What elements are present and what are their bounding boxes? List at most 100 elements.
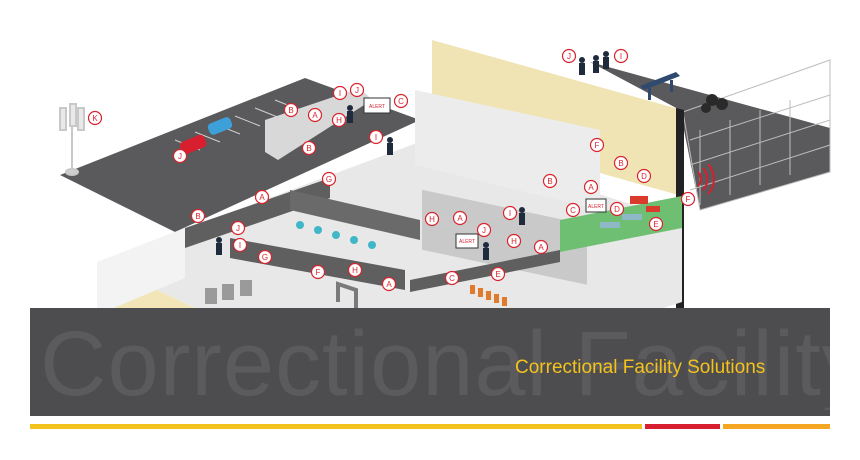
callout-c-mid: C [444,270,460,286]
callout-i-yard: I [613,48,629,64]
alert-screen-cell: ALERT [585,198,607,213]
callout-letter: E [495,270,500,279]
callout-letter: I [239,241,241,250]
callout-i-lobby: I [232,237,248,253]
callout-letter: H [352,266,358,275]
callout-letter: B [618,159,623,168]
callout-b-cell: B [542,173,558,189]
visitation-wall [290,190,420,240]
callout-j-yard-1: J [561,48,577,64]
alert-screen-gate-text: ALERT [369,104,385,110]
callout-letter: J [236,224,240,233]
callout-letter: I [509,209,511,218]
metal-detector-2 [336,281,358,308]
callout-a-mid2: A [533,239,549,255]
turnstiles [205,280,252,304]
callout-h-lobby: H [347,262,363,278]
callout-letter: A [386,280,392,289]
car-blue [207,117,233,135]
callout-h-gate: H [331,112,347,128]
callout-letter: I [339,89,341,98]
page-title: Correctional Facility Solutions [515,357,766,378]
callout-a-mid: A [452,210,468,226]
callout-d-cell2: D [609,201,625,217]
callout-j-lobby: J [230,220,246,236]
stripe-yellow [30,424,642,429]
callout-i-gate: I [332,85,348,101]
callout-letter: J [482,226,486,235]
callout-letter: J [178,152,182,161]
callout-f-cell: F [589,137,605,153]
alert-screen-mid-text: ALERT [459,239,475,245]
callout-d-cell: D [636,168,652,184]
callout-b-cell2: B [613,155,629,171]
callout-letter: D [614,205,620,214]
callout-j-gate: J [349,82,365,98]
exercise-yard [590,62,830,210]
lobby-wall [230,238,405,290]
callout-c-gate: C [393,93,409,109]
callout-letter: H [429,215,435,224]
callout-g-wall: G [321,171,337,187]
callout-letter: E [653,220,658,229]
callout-letter: H [336,116,342,125]
callout-e-cell: E [648,216,664,232]
title-banner [30,308,830,416]
tables [600,214,642,228]
left-entrance-wall [97,228,185,315]
chairs-row [470,285,507,306]
callout-h-mid: H [424,211,440,227]
weights [701,94,728,113]
callout-letter: C [398,97,404,106]
callout-letter: G [262,253,268,262]
alert-screen-cell-text: ALERT [588,204,604,210]
callout-letter: K [92,114,98,123]
callout-letter: G [326,175,332,184]
callout-letter: F [316,268,321,277]
callout-i-cell: I [502,205,518,221]
callout-letter: A [457,214,463,223]
callout-h-mid2: H [506,233,522,249]
callout-letter: J [355,86,359,95]
visitation-stools [296,221,376,249]
callout-b-gate: B [283,102,299,118]
callout-e-mid: E [490,266,506,282]
alert-screen-mid: ALERT [455,233,479,249]
wifi-signal [697,163,715,195]
callout-letter: C [449,274,455,283]
callout-letter: F [595,141,600,150]
stripe-red [645,424,720,429]
callout-letter: J [567,52,571,61]
callout-b-lobby: B [190,208,206,224]
alert-screen-gate: ALERT [363,97,391,114]
stripe-orange [723,424,830,429]
callout-j-mid: J [476,222,492,238]
callout-letter: F [686,195,691,204]
callout-a-gate: A [307,107,323,123]
callout-f-lobby: F [310,264,326,280]
dorm-furniture [630,196,660,212]
callout-letter: I [620,52,622,61]
callout-markers: JIKJBAIJHCIBGABJIGFHAHAJHACEBIFBACDDEFIJ… [87,48,696,406]
callout-a-visit: A [254,189,270,205]
callout-i-center: I [368,129,384,145]
callout-letter: I [375,133,377,142]
callout-k-tower: K [87,110,103,126]
callout-letter: D [641,172,647,181]
watermark-text: Correctional Facility [40,318,830,410]
callout-letter: H [511,237,517,246]
bench [640,72,680,100]
callout-g-lobby: G [257,249,273,265]
car-red [179,134,207,155]
callout-letter: B [195,212,200,221]
callout-letter: B [306,144,311,153]
callout-letter: B [288,106,293,115]
callout-f-fence: F [680,191,696,207]
callout-c-cell: C [565,202,581,218]
admin-building [265,88,372,160]
callout-letter: A [259,193,265,202]
callout-b-wall: B [301,140,317,156]
callout-a-cell: A [583,179,599,195]
callout-letter: B [547,177,552,186]
callout-a-lobby: A [381,276,397,292]
